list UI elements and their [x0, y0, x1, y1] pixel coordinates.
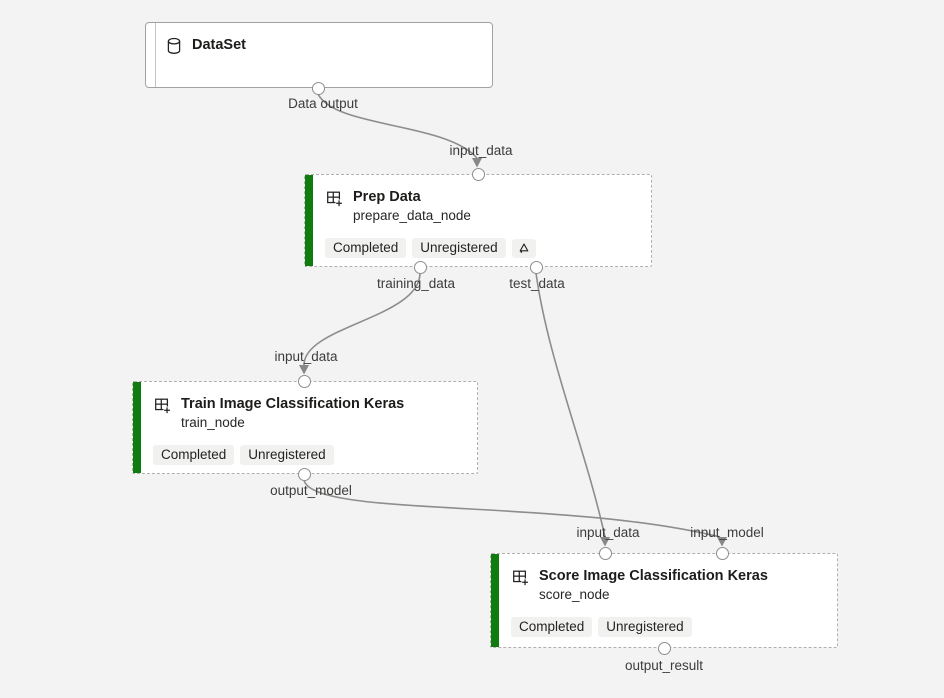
node-subtitle: train_node [181, 415, 245, 430]
port-label-data-output: Data output [288, 96, 358, 111]
port-label-score-input-data: input_data [576, 525, 640, 540]
port-train-input[interactable] [297, 374, 311, 388]
port-label-output-result: output_result [624, 658, 704, 673]
component-icon [325, 189, 343, 208]
port-prep-input[interactable] [471, 167, 485, 181]
node-title: Train Image Classification Keras [181, 396, 405, 412]
node-dataset[interactable]: DataSet [145, 22, 493, 88]
port-label-score-input-model: input_model [690, 525, 764, 540]
register-badge: Unregistered [412, 238, 506, 258]
dataset-accent-divider [155, 23, 156, 87]
node-subtitle: prepare_data_node [353, 208, 471, 223]
port-score-input-model[interactable] [715, 546, 729, 560]
port-prep-training-data[interactable] [413, 260, 427, 274]
port-label-output-model: output_model [270, 483, 352, 498]
edge-test-to-score[interactable] [535, 272, 606, 538]
port-score-output[interactable] [657, 641, 671, 655]
port-label-prep-input: input_data [449, 143, 513, 158]
node-score[interactable]: Score Image Classification Keras score_n… [490, 553, 838, 648]
port-dataset-output[interactable] [311, 81, 325, 95]
status-accent-bar [491, 554, 499, 647]
component-icon [153, 396, 171, 415]
node-title: Score Image Classification Keras [539, 568, 768, 584]
edge-dataset-to-prep[interactable] [317, 93, 478, 159]
node-prep-data[interactable]: Prep Data prepare_data_node Completed Un… [304, 174, 652, 267]
port-prep-test-data[interactable] [529, 260, 543, 274]
arrowhead-train-input [299, 365, 309, 375]
status-badge: Completed [325, 238, 407, 258]
register-badge: Unregistered [240, 445, 334, 465]
register-badge: Unregistered [598, 617, 692, 637]
edge-training-to-train[interactable] [303, 272, 421, 366]
port-label-test-data: test_data [509, 276, 565, 291]
recycle-sync-icon [511, 238, 536, 258]
component-icon [511, 568, 529, 587]
status-accent-bar [305, 175, 313, 266]
edge-model-to-score[interactable] [303, 479, 721, 538]
status-badge: Completed [153, 445, 235, 465]
arrowhead-prep-input [472, 158, 482, 168]
port-train-output[interactable] [297, 467, 311, 481]
port-label-training-data: training_data [376, 276, 456, 291]
node-title: Prep Data [353, 189, 421, 205]
port-score-input-data[interactable] [598, 546, 612, 560]
node-subtitle: score_node [539, 587, 610, 602]
status-badge: Completed [511, 617, 593, 637]
node-title: DataSet [192, 37, 246, 53]
database-icon [166, 37, 182, 55]
node-train[interactable]: Train Image Classification Keras train_n… [132, 381, 478, 474]
port-label-train-input: input_data [274, 349, 338, 364]
status-accent-bar [133, 382, 141, 473]
